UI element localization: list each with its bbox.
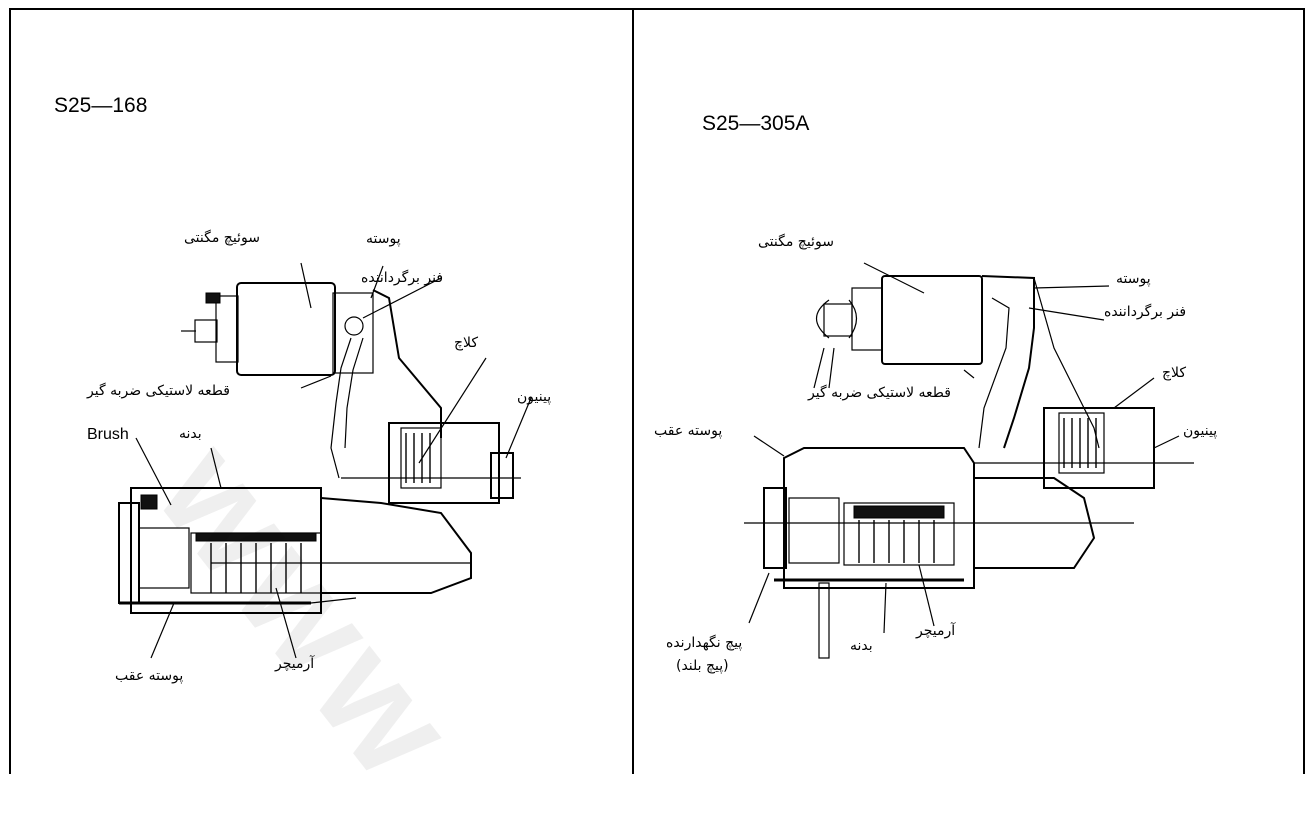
left-label-rear-cover: پوسته عقب (115, 668, 184, 684)
right-figure-code: S25—305A (702, 112, 810, 135)
right-label-through-bolt: پیچ نگهدارنده (666, 635, 743, 651)
left-label-yoke: بدنه (179, 426, 202, 442)
right-label-housing: پوسته (1116, 271, 1151, 287)
left-label-clutch: کلاچ (454, 335, 479, 351)
left-figure-code: S25—168 (54, 94, 148, 117)
page-frame (9, 8, 1305, 774)
left-label-magnetic-switch: سوئیچ مگنتی (184, 230, 260, 246)
left-label-housing: پوسته (366, 231, 401, 247)
right-label-magnetic-switch: سوئیچ مگنتی (758, 234, 834, 250)
panel-divider (632, 8, 634, 774)
right-label-rubber-damper: قطعه لاستیکی ضربه گیر (808, 385, 951, 401)
left-label-pinion: پینیون (517, 389, 552, 405)
left-label-brush: Brush (87, 426, 129, 443)
left-label-armature: آرمیچر (275, 656, 315, 672)
right-label-pinion: پینیون (1183, 423, 1218, 439)
right-starter-drawing (744, 262, 1194, 659)
left-starter-drawing (118, 262, 532, 659)
left-label-return-spring: فنر برگرداننده (361, 270, 444, 286)
right-label-armature: آرمیچر (916, 623, 956, 639)
left-figure-panel: S25—168 (11, 8, 632, 774)
right-label-clutch: کلاچ (1162, 365, 1187, 381)
right-figure-panel: S25—305A (634, 8, 1304, 774)
left-label-rubber-damper: قطعه لاستیکی ضربه گیر (87, 383, 230, 399)
right-label-return-spring: فنر برگرداننده (1104, 304, 1187, 320)
right-label-through-bolt-note: (پیچ بلند) (676, 658, 729, 674)
right-label-yoke: بدنه (850, 638, 873, 654)
right-label-rear-cover: پوسته عقب (654, 423, 723, 439)
